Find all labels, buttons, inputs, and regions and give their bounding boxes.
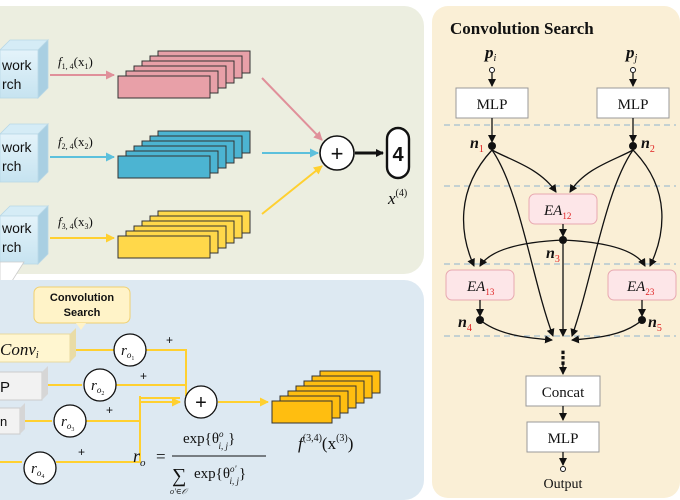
feature-stack-blue	[117, 130, 251, 179]
right-panel-title: Convolution Search	[450, 19, 594, 38]
r-node-2: ro2	[83, 368, 117, 402]
callout-tail	[76, 323, 86, 330]
feature-label-2: f2, 4(x2)	[58, 134, 93, 151]
feature-stack-pink	[117, 50, 251, 99]
svg-text:ro1: ro1	[121, 343, 134, 362]
yellow-connections	[0, 349, 187, 463]
svg-text:P: P	[0, 379, 10, 396]
feature-stack-gold	[271, 370, 381, 424]
merge-arrow-yellow	[261, 165, 323, 215]
block-2-line2: rch	[2, 158, 21, 174]
mlp-left	[455, 87, 529, 119]
node-n2	[629, 142, 637, 150]
node-4	[385, 126, 411, 180]
output-port	[560, 466, 566, 472]
output-label: Output	[544, 477, 583, 492]
r-node-1: ro1	[113, 333, 147, 367]
edges-layer-2	[479, 239, 646, 267]
node-n3-label: n3	[546, 245, 560, 265]
svg-text:∑: ∑	[172, 465, 186, 487]
ea-12-label: EA12	[543, 203, 571, 221]
svg-text:ro3: ro3	[61, 414, 74, 433]
network-search-block-3: work rch	[0, 205, 49, 265]
op-box-2: P	[0, 366, 48, 401]
svg-text:=: =	[156, 447, 166, 466]
block-3-line2: rch	[2, 239, 21, 255]
edges-layer-3	[479, 149, 643, 344]
feature-slab	[117, 155, 211, 179]
ea-23-label: EA23	[626, 279, 655, 297]
sum-node-bottom-symbol: +	[195, 392, 207, 414]
network-search-block-1: work rch	[0, 39, 49, 99]
sum-node-top-symbol: +	[331, 141, 344, 166]
node-4-output-label: x(4)	[387, 188, 407, 208]
node-n4-label: n4	[458, 314, 472, 334]
ea-13-label: EA13	[466, 279, 495, 297]
mlp-bottom-label: MLP	[548, 431, 579, 447]
callout-line2: Search	[64, 307, 101, 319]
block-1-line2: rch	[2, 76, 21, 92]
feature-slab	[117, 75, 211, 99]
node-4-label: 4	[392, 144, 404, 166]
r-node-4: ro4	[23, 451, 57, 485]
edges-layer-1	[462, 149, 663, 267]
svg-text:n: n	[0, 414, 7, 429]
output-function-label: f(3,4)(x(3))	[298, 433, 353, 453]
svg-text:Convi: Convi	[0, 340, 39, 361]
concat-label: Concat	[542, 385, 585, 401]
input-pj-port	[630, 67, 636, 73]
feature-label-1: f1, 4(x1)	[58, 54, 93, 71]
r-node-3: ro3	[53, 404, 87, 438]
plus-mark-3: +	[106, 403, 113, 417]
input-pi-port	[489, 67, 495, 73]
op-box-conv: Convi	[0, 328, 76, 363]
node-n1	[488, 142, 496, 150]
input-pi: pi	[483, 43, 497, 64]
node-n2-label: n2	[641, 135, 655, 155]
svg-text:exp{θoi, j}: exp{θoi, j}	[183, 429, 235, 451]
svg-text:exp{θo'i, j}: exp{θo'i, j}	[194, 464, 246, 486]
concat-box	[525, 375, 601, 407]
svg-text:o'∈𝒪: o'∈𝒪	[170, 487, 189, 496]
merge-arrow-pink	[261, 77, 323, 141]
feature-label-3: f3, 4(x3)	[58, 214, 93, 231]
svg-text:ro: ro	[133, 446, 146, 469]
op-box-3: n	[0, 403, 25, 435]
plus-mark-2: +	[140, 369, 147, 383]
mlp-right-label: MLP	[618, 97, 649, 113]
node-n5-label: n5	[648, 314, 662, 334]
network-search-block-2: work rch	[0, 123, 49, 183]
plus-mark-1: +	[166, 333, 173, 347]
ellipsis-dots: ⋮	[554, 348, 572, 368]
svg-text:ro2: ro2	[91, 378, 104, 397]
svg-text:ro4: ro4	[31, 461, 44, 480]
right-panel	[432, 6, 680, 498]
input-pj: pj	[624, 43, 638, 64]
sum-node-top	[319, 135, 355, 171]
block-1-line1: work	[1, 57, 33, 73]
mlp-bottom	[526, 421, 600, 453]
plus-mark-4: +	[78, 445, 85, 459]
block-3-line1: work	[1, 220, 33, 236]
mlp-left-label: MLP	[477, 97, 508, 113]
feature-slab	[117, 235, 211, 259]
feature-stack-yellow	[117, 210, 251, 259]
callout-line1: Convolution	[50, 292, 114, 304]
sum-node-bottom	[184, 385, 218, 419]
node-n1-label: n1	[470, 135, 484, 155]
block-2-line1: work	[1, 139, 33, 155]
feature-slab	[271, 400, 333, 424]
